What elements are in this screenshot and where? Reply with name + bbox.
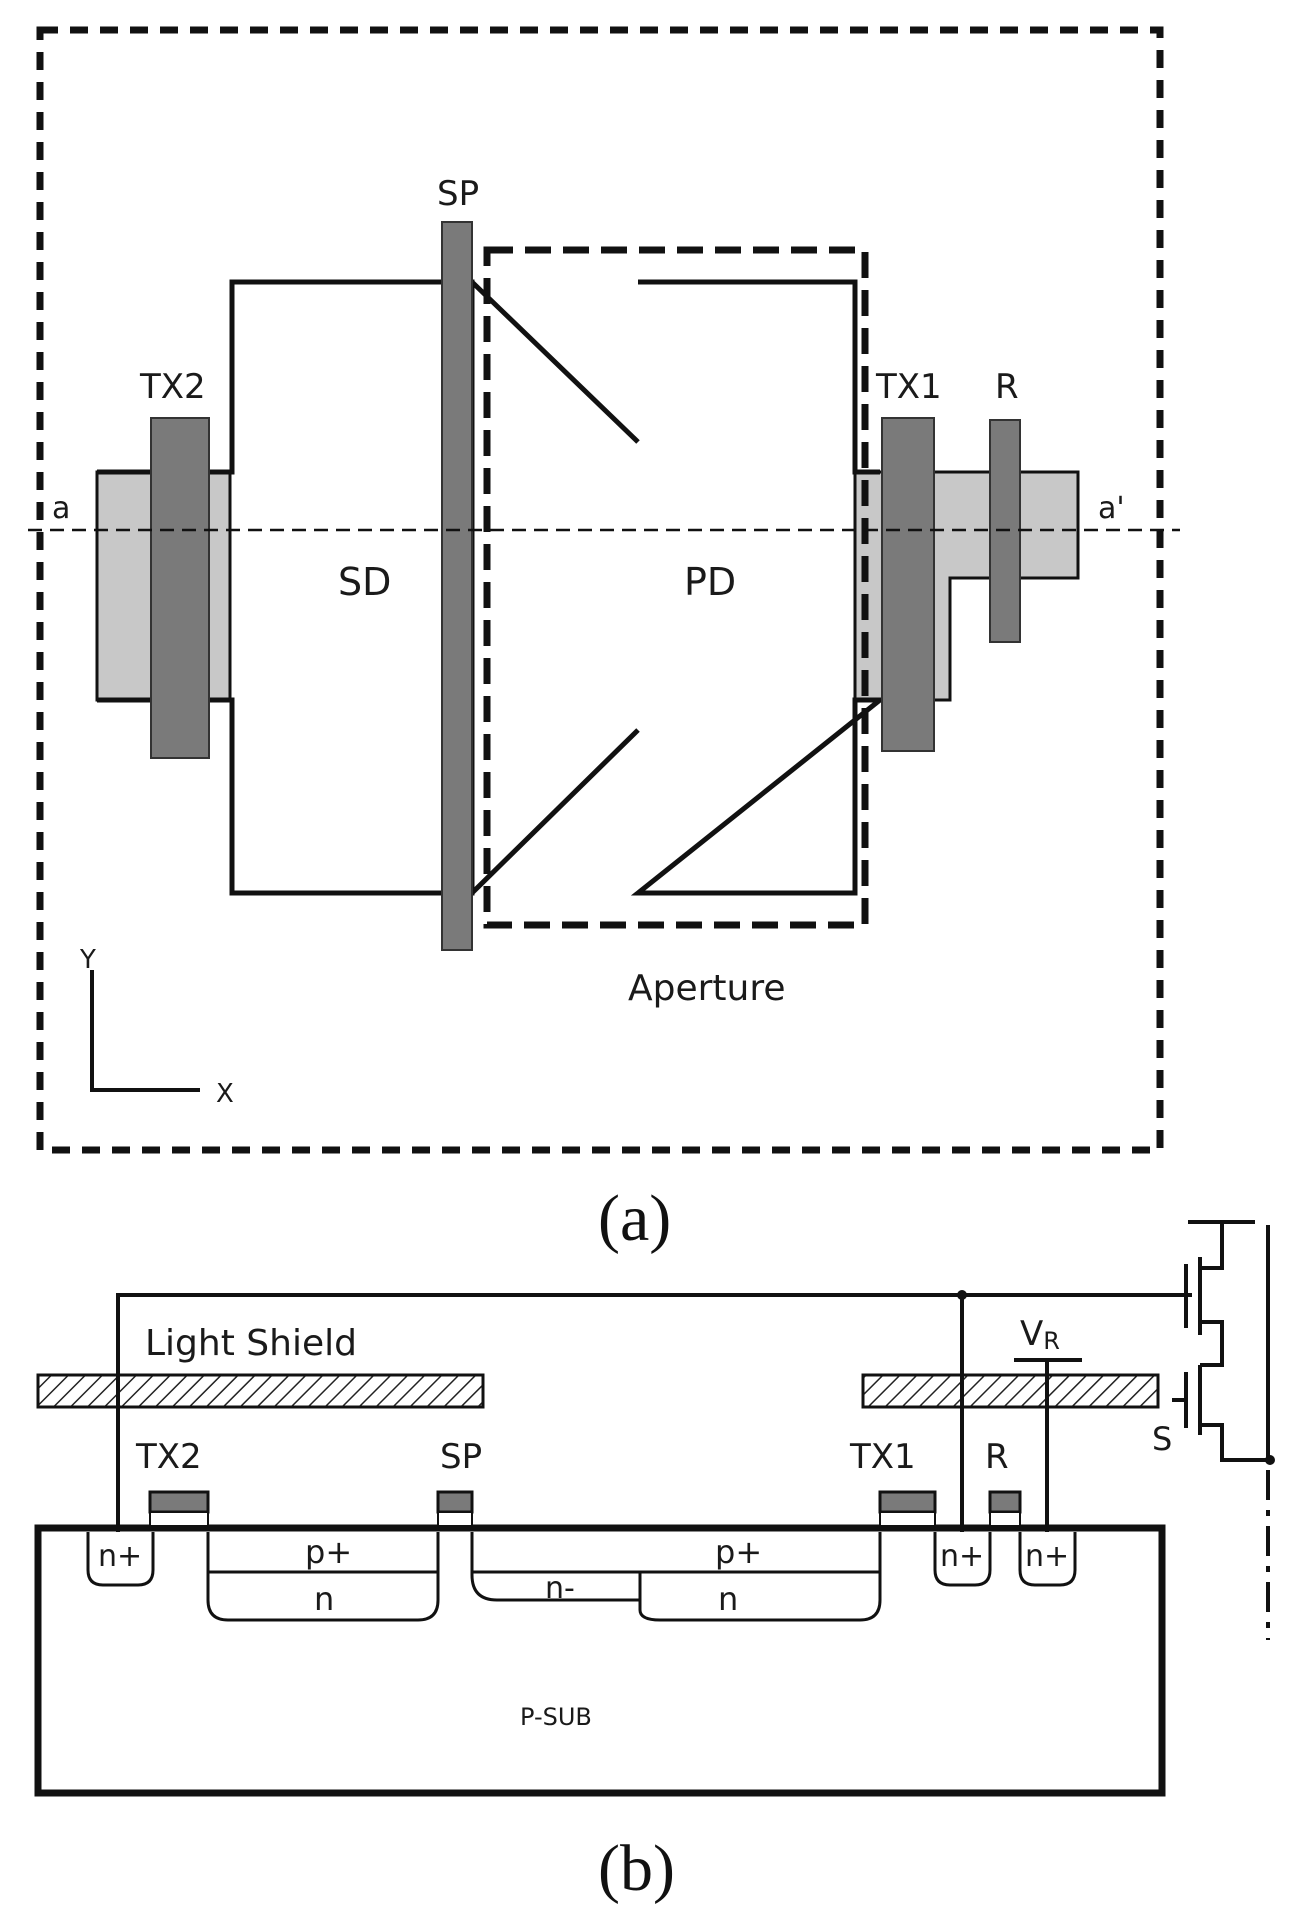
n-plus-right-well <box>1018 1532 1077 1587</box>
label-vr-sub: R <box>1043 1327 1060 1355</box>
caption-a: (a) <box>598 1182 671 1255</box>
light-shield-right <box>861 1373 1160 1409</box>
label-n-plus-mid: n+ <box>940 1539 984 1574</box>
label-tx1-top: TX1 <box>875 367 942 407</box>
caption-b: (b) <box>598 1832 675 1905</box>
label-tx1-section: TX1 <box>849 1437 916 1477</box>
r-oxide <box>989 1511 1021 1527</box>
tx2-oxide <box>149 1511 209 1527</box>
pixel-boundary <box>36 26 1164 1154</box>
r-gate-section <box>988 1490 1022 1514</box>
label-n-right: n <box>718 1580 738 1618</box>
tx1-gate <box>881 417 935 752</box>
light-shield-left <box>36 1373 485 1409</box>
label-vr-main: V <box>1020 1314 1043 1354</box>
label-a-prime: a' <box>1098 491 1125 526</box>
column-junction <box>1265 1455 1275 1465</box>
label-y-axis: Y <box>79 945 96 975</box>
sp-gate-section <box>436 1490 474 1514</box>
n-plus-mid-well <box>933 1532 992 1587</box>
tx1-gate-section <box>878 1490 937 1514</box>
sp-oxide <box>437 1511 473 1527</box>
cross-section-diagram: Light Shield VR S TX2 SP TX1 R n+ n+ n+ … <box>34 1220 1275 1905</box>
label-tx2-section: TX2 <box>135 1437 202 1477</box>
label-pd: PD <box>684 560 736 604</box>
xy-axes-indicator <box>90 970 200 1092</box>
label-vr: VR <box>1020 1314 1060 1355</box>
label-r-top: R <box>995 367 1019 407</box>
tx1-oxide <box>879 1511 936 1527</box>
label-p-sub: P-SUB <box>520 1703 592 1731</box>
label-p-plus-left: p+ <box>305 1533 352 1571</box>
label-sp-top: SP <box>437 174 479 214</box>
label-n-minus: n- <box>545 1571 575 1606</box>
label-s: S <box>1152 1420 1172 1458</box>
readout-wire <box>116 1293 1192 1532</box>
n-plus-left-well <box>86 1532 155 1587</box>
label-n-left: n <box>314 1580 334 1618</box>
readout-transistors <box>1172 1220 1272 1640</box>
wire-junction <box>957 1290 967 1300</box>
sd-well <box>206 1532 440 1622</box>
funnel-top-line <box>470 280 640 444</box>
label-p-plus-right: p+ <box>715 1533 762 1571</box>
aperture-box <box>483 246 869 929</box>
label-x-axis: X <box>216 1079 234 1109</box>
label-sd: SD <box>338 560 391 604</box>
label-aperture: Aperture <box>628 968 786 1009</box>
sp-gate <box>441 221 473 951</box>
tx2-gate <box>150 417 210 759</box>
label-n-plus-left: n+ <box>98 1539 142 1574</box>
label-r-section: R <box>985 1437 1009 1477</box>
label-tx2-top: TX2 <box>139 367 206 407</box>
pd-region <box>630 279 888 896</box>
top-view-diagram: SP TX2 TX1 R a a' SD PD Aperture Y X (a) <box>28 26 1180 1255</box>
label-sp-section: SP <box>440 1437 482 1477</box>
label-light-shield: Light Shield <box>145 1323 357 1364</box>
pd-well <box>470 1532 882 1622</box>
tx2-gate-section <box>148 1490 210 1514</box>
label-a: a <box>52 491 70 526</box>
p-substrate <box>34 1524 1166 1797</box>
funnel-bottom-line <box>470 728 640 895</box>
label-n-plus-right: n+ <box>1025 1539 1069 1574</box>
